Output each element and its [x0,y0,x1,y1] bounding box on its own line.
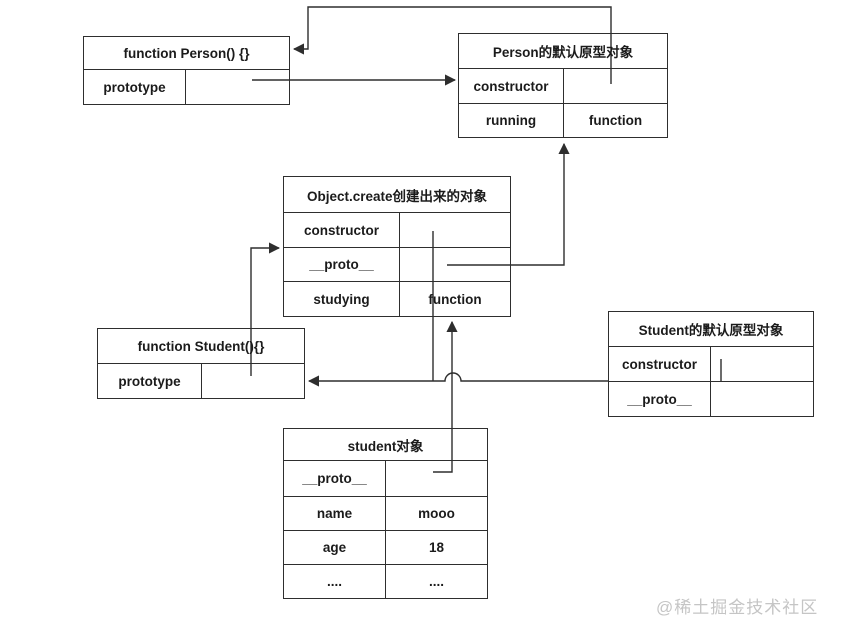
row-label-cell: name [284,497,386,530]
row-label-cell: __proto__ [284,461,386,496]
row-label-cell: constructor [459,69,564,103]
table-row: age 18 [284,530,487,564]
row-value-cell [202,364,304,398]
table-row: constructor [609,346,813,381]
row-label-cell: prototype [98,364,202,398]
box-object-create-obj: Object.create创建出来的对象 constructor __proto… [283,176,511,317]
row-value-cell [400,213,510,247]
row-label-cell: prototype [84,70,186,104]
row-value-cell [186,70,289,104]
row-value-cell: mooo [418,506,455,521]
table-row: constructor [284,212,510,247]
box-title: Person的默认原型对象 [492,45,634,60]
row-value-cell [400,248,510,281]
table-row: name mooo [284,496,487,530]
box-title: function Person() {} [123,45,250,61]
row-label-cell: age [284,531,386,564]
watermark-text: @稀土掘金技术社区 [656,598,819,617]
box-student-obj: student对象 __proto__ name mooo age 18 ...… [283,428,488,599]
row-value-cell [386,461,487,496]
row-label-cell: constructor [284,213,400,247]
box-title: Object.create创建出来的对象 [306,188,488,204]
table-row: .... .... [284,564,487,598]
row-label-cell: studying [284,282,400,316]
box-title: function Student(){} [137,338,265,354]
row-label-cell: __proto__ [284,248,400,281]
box-person-default-proto: Person的默认原型对象 constructor running functi… [458,33,668,138]
row-value-cell [711,347,813,381]
table-row: __proto__ [284,460,487,496]
row-value-cell: 18 [428,540,445,555]
row-label-cell: running [459,104,564,137]
table-row: running function [459,103,667,137]
table-row: constructor [459,68,667,103]
table-row: prototype [98,363,304,398]
row-label-cell: constructor [609,347,711,381]
row-label-cell: __proto__ [609,382,711,416]
table-row: prototype [84,69,289,104]
arrow-constructors-to-function-student [307,372,608,387]
box-function-student: function Student(){} prototype [97,328,305,399]
row-value-cell: function [428,291,482,307]
row-label-cell: .... [284,565,386,598]
box-title: student对象 [347,438,424,454]
table-row: __proto__ [284,247,510,281]
row-value-cell: function [588,113,643,128]
box-title: Student的默认原型对象 [638,323,784,338]
row-value-cell [564,69,667,103]
row-value-cell [711,382,813,416]
table-row: __proto__ [609,381,813,416]
box-function-person: function Person() {} prototype [83,36,290,105]
row-value-cell: .... [428,574,444,589]
table-row: studying function [284,281,510,316]
box-student-default-proto: Student的默认原型对象 constructor __proto__ [608,311,814,417]
